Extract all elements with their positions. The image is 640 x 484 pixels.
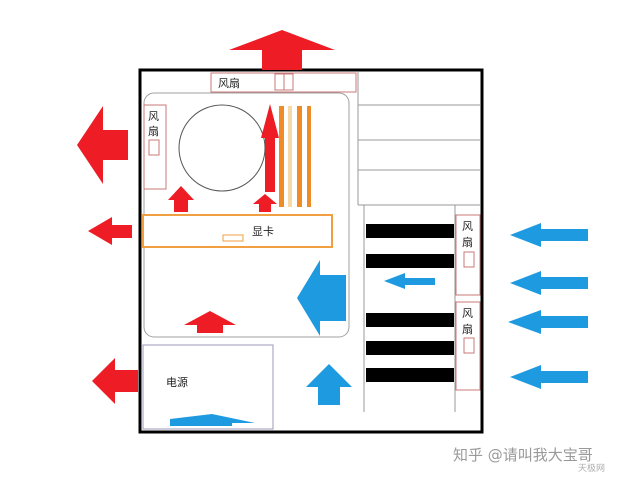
right-fan-top-box <box>455 214 481 296</box>
cold-air-arrow-right-2 <box>510 271 588 295</box>
psu-label: 电源 <box>166 375 188 389</box>
cold-air-arrow-large-left <box>297 260 346 336</box>
graphics-card <box>142 214 333 248</box>
cpu-cooler <box>178 104 266 192</box>
right-fan-bottom-box <box>455 301 481 391</box>
hot-air-arrow-top-exhaust <box>229 30 335 70</box>
right-fan-top-label-1: 风 <box>462 220 473 233</box>
left-fan-label-1: 风 <box>148 110 159 123</box>
right-fan-bottom-label-2: 扇 <box>462 322 473 336</box>
hdd-bar-4 <box>366 341 454 355</box>
hot-air-arrow-up-cpu <box>261 104 279 192</box>
cold-air-arrow-right-4 <box>510 365 588 389</box>
cold-air-arrow-hdd <box>384 273 435 289</box>
right-fan-bottom-slot <box>463 337 475 354</box>
right-fan-top-slot <box>463 251 475 268</box>
ram-slot-1 <box>279 106 284 207</box>
cold-air-arrow-up-floor <box>170 414 255 426</box>
left-fan-slot <box>148 139 160 156</box>
hdd-bar-5 <box>366 368 454 382</box>
watermark-text: 知乎 @请叫我大宝哥 <box>453 446 593 464</box>
left-fan-label-2: 扇 <box>148 124 159 138</box>
cold-air-arrow-right-1 <box>510 223 588 247</box>
hdd-bar-3 <box>366 313 454 327</box>
right-fan-bottom-label-1: 风 <box>462 307 473 320</box>
cold-air-arrow-up-bottom <box>306 364 352 405</box>
left-fan-box <box>143 104 167 190</box>
top-fan-label: 风扇 <box>218 76 240 90</box>
ram-slot-3 <box>297 106 302 207</box>
ram-slot-4 <box>307 106 311 207</box>
graphics-card-label: 显卡 <box>252 225 274 238</box>
graphics-card-connector <box>222 234 244 242</box>
ram-slot-2 <box>288 106 292 207</box>
hot-air-arrow-left-large <box>77 106 128 184</box>
hdd-bar-1 <box>366 224 454 238</box>
hdd-bar-2 <box>366 254 454 268</box>
hot-air-arrow-left-psu <box>92 358 138 404</box>
hot-air-arrow-left-gpu <box>88 217 132 245</box>
hot-air-arrow-up-gpu-left <box>168 186 194 212</box>
hot-air-arrow-up-lower <box>184 311 236 333</box>
cold-air-arrow-right-3 <box>508 310 588 334</box>
watermark-logo-text: 天极网 <box>578 462 605 474</box>
right-fan-top-label-2: 扇 <box>462 235 473 249</box>
hot-air-arrow-up-gpu-right <box>253 194 277 212</box>
